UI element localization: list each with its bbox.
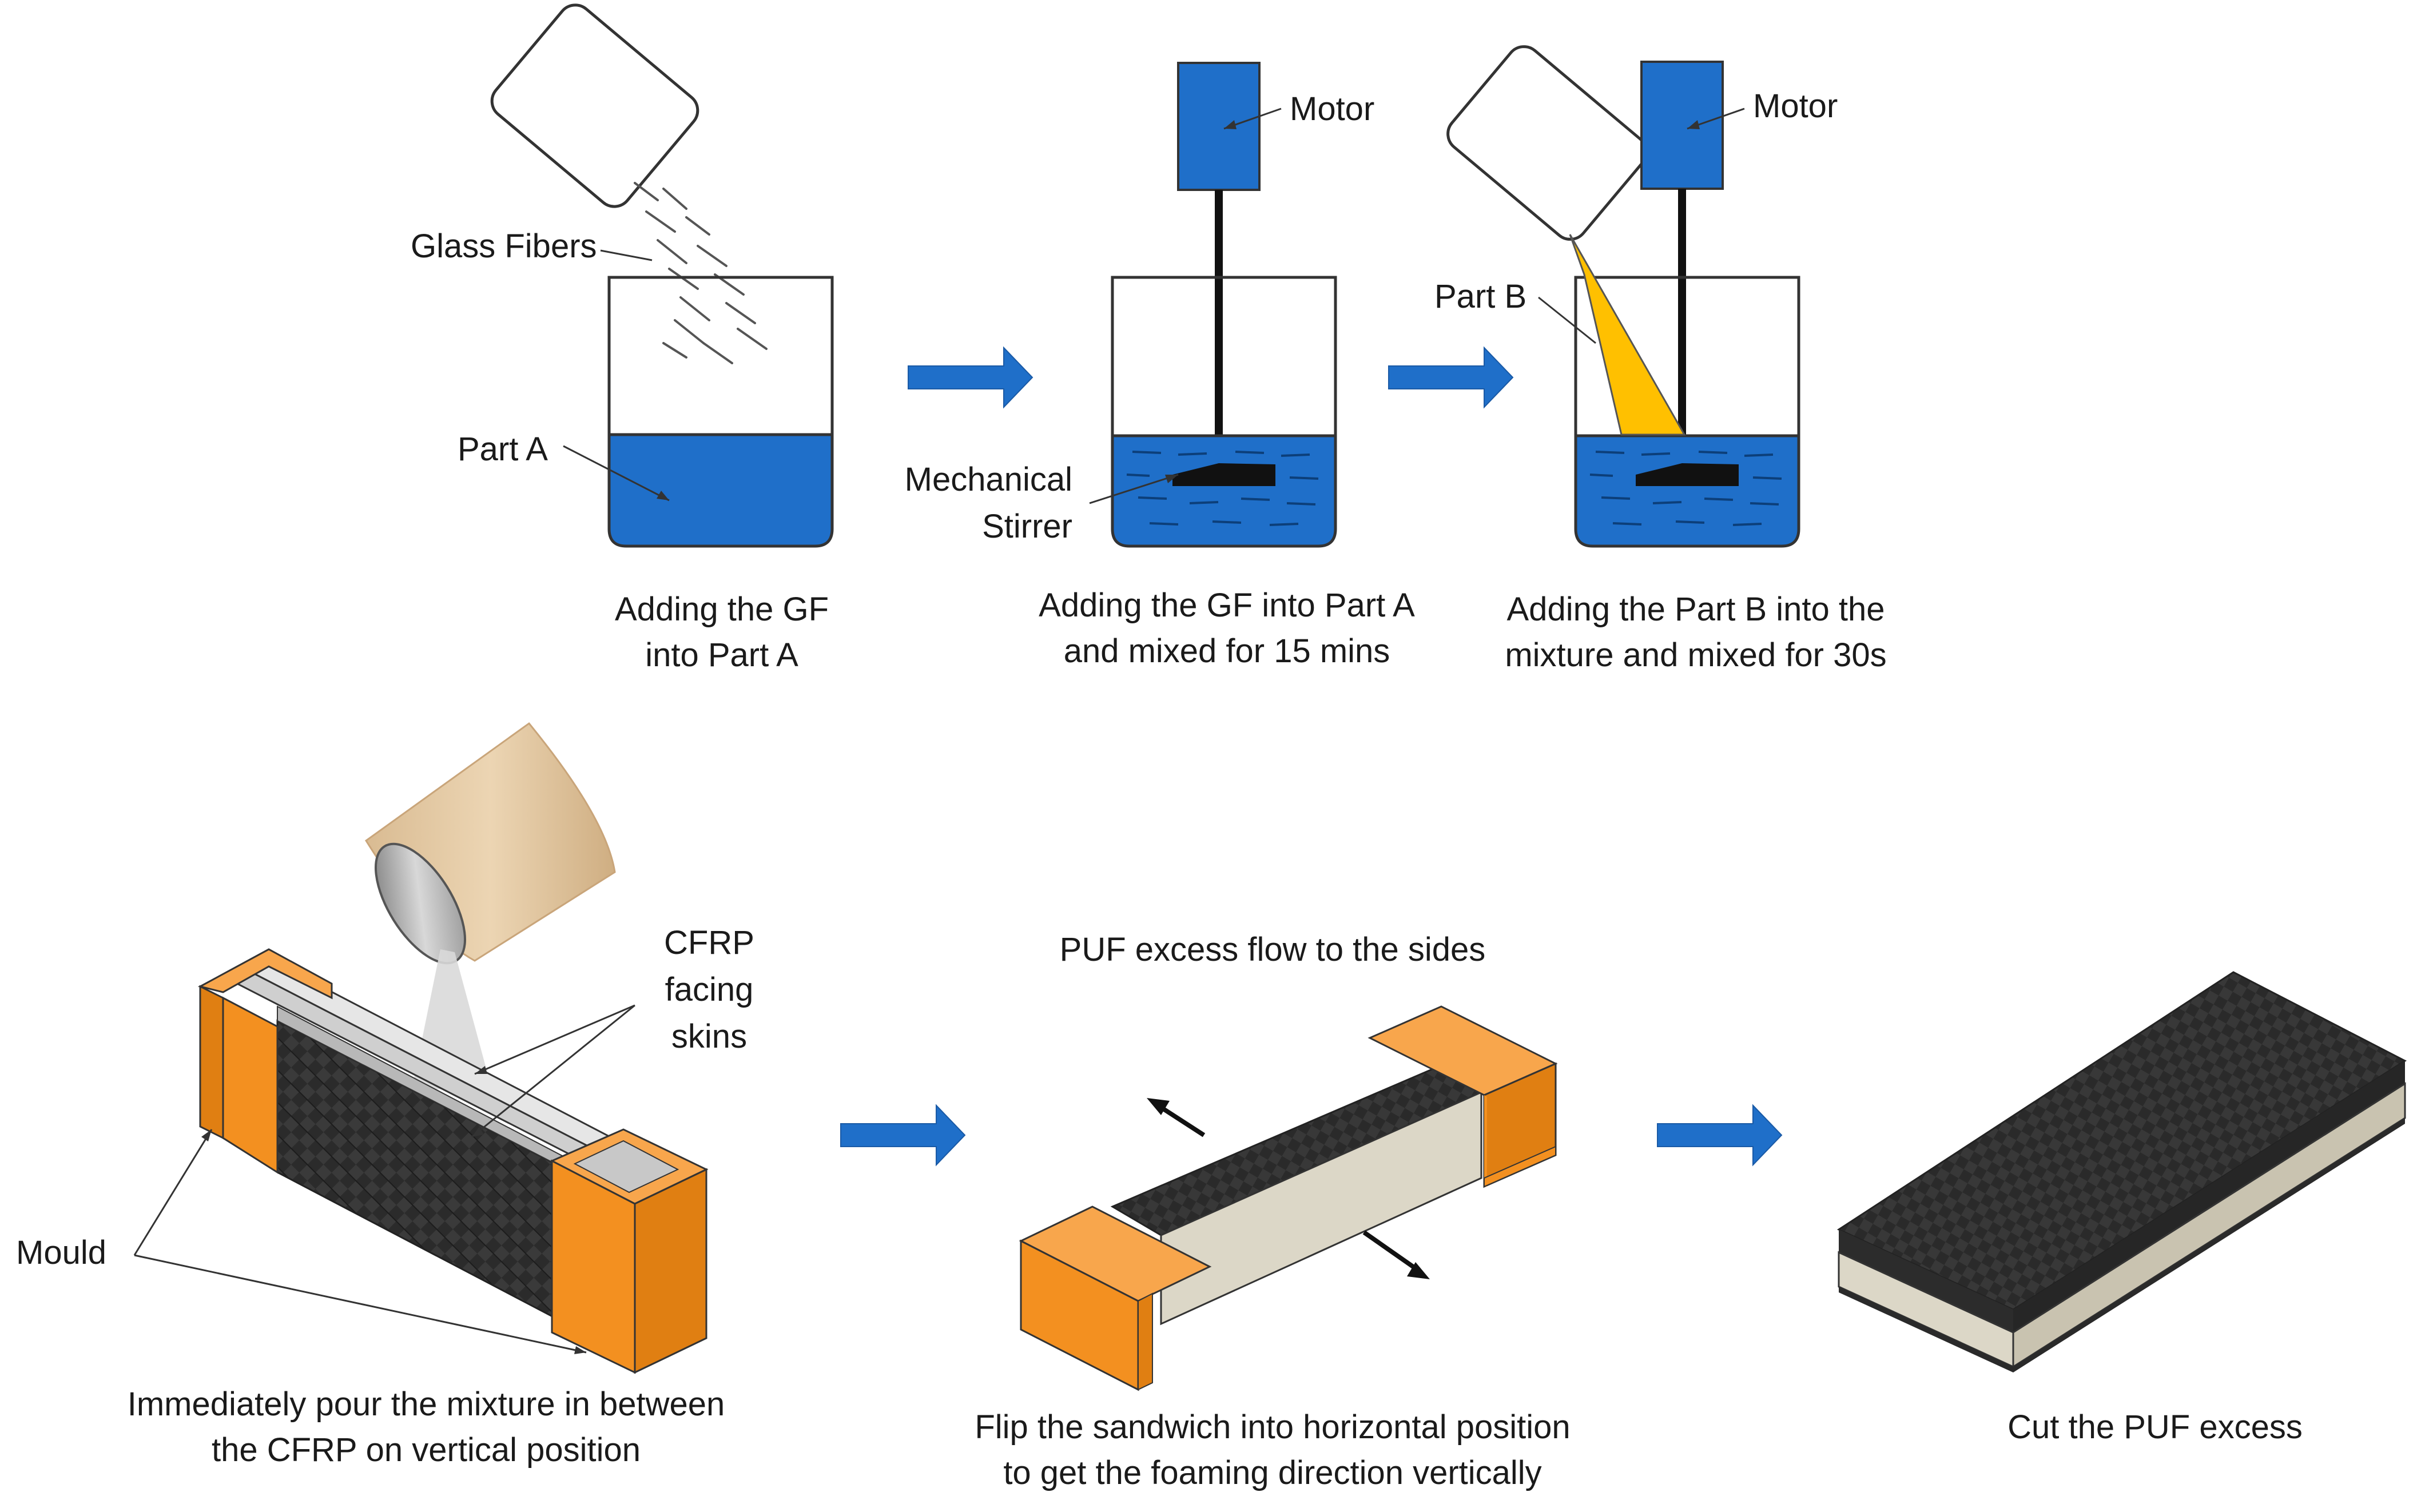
stirrer-icon <box>1172 463 1275 486</box>
step-6: Cut the PUF excess <box>1836 971 2407 1446</box>
step3-caption-line1: Adding the Part B into the <box>1507 591 1885 628</box>
beaker-icon <box>1111 276 1337 548</box>
cfrp-label-line2: facing <box>665 971 754 1008</box>
part-a-label: Part A <box>458 431 548 468</box>
step1-caption-line1: Adding the GF <box>615 591 829 628</box>
step5-caption-line2: to get the foaming direction vertically <box>1003 1454 1541 1491</box>
cfrp-label-line1: CFRP <box>664 924 754 961</box>
process-arrow-icon <box>908 346 1033 409</box>
motor-label-2: Motor <box>1753 87 1838 125</box>
sandwich-panel-icon <box>1019 1005 1558 1391</box>
step4-caption-line2: the CFRP on vertical position <box>212 1431 641 1469</box>
step2-caption-line1: Adding the GF into Part A <box>1039 587 1415 624</box>
container-icon <box>1446 45 1648 241</box>
glass-fibers-stream <box>634 182 768 364</box>
process-arrow-icon <box>1657 1104 1783 1167</box>
process-arrow-icon <box>840 1104 966 1167</box>
step3-caption-line2: mixture and mixed for 30s <box>1505 636 1886 674</box>
step4-caption-line1: Immediately pour the mixture in between <box>128 1386 725 1423</box>
step-3: Motor Part B Adding the Part B into the … <box>1434 45 1887 674</box>
flow-arrow-icon <box>1362 1230 1430 1279</box>
step-4: CFRP facing skins Mould Immediately pour… <box>16 722 754 1469</box>
flow-arrow-icon <box>1147 1098 1206 1137</box>
puf-flow-label: PUF excess flow to the sides <box>1060 931 1486 968</box>
container-icon <box>490 3 699 208</box>
step-2: Motor Mechanical Stirrer Adding the GF i… <box>905 62 1415 670</box>
mould-icon <box>197 948 709 1374</box>
sandwich-panel-icon <box>1836 971 2407 1372</box>
process-arrow-icon <box>1388 346 1514 409</box>
beaker-icon <box>607 276 834 548</box>
motor-label-1: Motor <box>1290 90 1374 128</box>
step1-caption-line2: into Part A <box>645 636 798 674</box>
glass-fibers-label: Glass Fibers <box>411 228 597 265</box>
beaker-icon <box>1574 276 1800 548</box>
motor-icon <box>1177 62 1261 191</box>
part-b-stream <box>1569 234 1686 436</box>
mixing-streaks <box>1126 451 1319 526</box>
step6-caption-line1: Cut the PUF excess <box>2007 1408 2303 1446</box>
part-b-label: Part B <box>1434 278 1526 315</box>
mechanical-label: Mechanical <box>905 461 1072 498</box>
step-5: PUF excess flow to the sides Flip the sa… <box>975 931 1570 1491</box>
stirrer-icon <box>1636 463 1739 486</box>
step5-caption-line1: Flip the sandwich into horizontal positi… <box>975 1408 1570 1446</box>
mould-label: Mould <box>16 1234 106 1271</box>
cfrp-label-line3: skins <box>671 1018 747 1055</box>
stirrer-label: Stirrer <box>982 508 1072 545</box>
mixing-streaks <box>1589 451 1782 526</box>
step-1: Glass Fibers Part A Adding the GF into P… <box>411 3 834 674</box>
step2-caption-line2: and mixed for 15 mins <box>1064 632 1390 670</box>
motor-icon <box>1640 61 1724 190</box>
cup-icon <box>364 722 616 965</box>
